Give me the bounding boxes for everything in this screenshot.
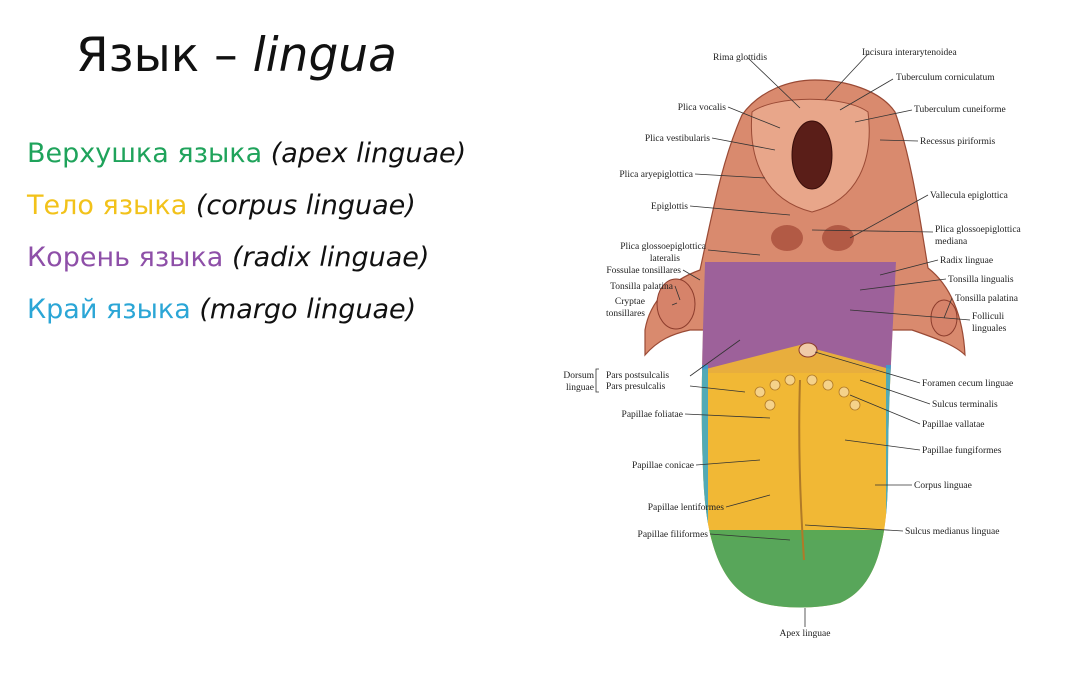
palatine-tonsil-left (656, 278, 696, 330)
label-papillae-foliatae: Papillae foliatae (622, 409, 683, 420)
label-dorsum-1: Dorsum (563, 371, 594, 381)
sulcus-medianus (798, 379, 805, 561)
region-margo-left (701, 365, 708, 540)
label-folliculi-1: Folliculi (972, 312, 1005, 322)
label-dorsum-2: linguae (566, 383, 594, 393)
legend-ru-apex: Верхушка языка (27, 138, 263, 169)
legend-item-radix: Корень языка (radix linguae) (27, 232, 466, 284)
label-folliculi-2: linguales (972, 324, 1007, 334)
label-papillae-fungiformes: Papillae fungiformes (922, 445, 1002, 456)
papillae-vallatae (754, 374, 861, 411)
title-dash: – (214, 28, 238, 83)
label-sulcus-medianus: Sulcus medianus linguae (905, 527, 999, 537)
label-sulcus-terminalis: Sulcus terminalis (932, 400, 998, 410)
legend-ru-margo: Край языка (27, 294, 191, 325)
label-radix-linguae: Radix linguae (940, 256, 993, 266)
label-cryptae-2: tonsillares (606, 309, 645, 319)
label-plica-glossoepiglottica-lateralis-2: lateralis (650, 254, 680, 264)
label-plica-glossoepiglottica-mediana-1: Plica glossoepiglottica (935, 225, 1022, 235)
legend-lat-apex: (apex linguae) (270, 138, 467, 169)
legend-lat-margo: (margo linguae) (199, 294, 417, 325)
label-papillae-conicae: Papillae conicae (632, 461, 694, 471)
dorsum-bracket (595, 368, 599, 393)
region-margo-right (886, 365, 896, 540)
label-fossulae-tonsillares: Fossulae tonsillares (606, 266, 681, 276)
title-russian: Язык (76, 28, 200, 83)
foramen-cecum (798, 342, 818, 358)
label-tuberculum-cuneiforme: Tuberculum cuneiforme (914, 104, 1006, 115)
region-corpus (701, 345, 896, 540)
label-foramen-cecum: Foramen cecum linguae (922, 379, 1013, 389)
label-corpus-linguae: Corpus linguae (914, 481, 972, 491)
label-apex-linguae: Apex linguae (780, 629, 831, 639)
label-incisura: Incisura interarytenoidea (862, 48, 957, 58)
label-cryptae-1: Cryptae (615, 297, 645, 307)
legend-lat-corpus: (corpus linguae) (195, 190, 416, 221)
label-tuberculum-corniculatum: Tuberculum corniculatum (896, 73, 995, 83)
label-recessus-piriformis: Recessus piriformis (920, 136, 996, 147)
color-legend: Верхушка языка (apex linguae) Тело языка… (27, 128, 466, 336)
region-apex (701, 530, 896, 608)
label-papillae-lentiformes: Papillae lentiformes (648, 502, 725, 513)
legend-ru-corpus: Тело языка (27, 190, 188, 221)
label-plica-aryepiglottica: Plica aryepiglottica (619, 170, 693, 180)
legend-item-corpus: Тело языка (corpus linguae) (27, 180, 466, 232)
label-tonsilla-palatina-right: Tonsilla palatina (955, 294, 1019, 304)
label-rima-glottidis: Rima glottidis (713, 53, 767, 63)
vallecula-right (822, 225, 854, 251)
label-tonsilla-palatina-left: Tonsilla palatina (610, 282, 674, 292)
label-plica-vocalis: Plica vocalis (678, 103, 727, 113)
tongue-anatomy-figure: Rima glottidis Incisura interarytenoidea… (563, 48, 1021, 639)
tongue-illustration (701, 262, 896, 608)
title-latin: lingua (252, 28, 397, 83)
label-vallecula: Vallecula epiglottica (930, 191, 1009, 201)
legend-lat-radix: (radix linguae) (231, 242, 430, 273)
label-epiglottis: Epiglottis (651, 202, 688, 212)
leader-lines (671, 53, 971, 627)
label-plica-vestibularis: Plica vestibularis (645, 134, 710, 144)
anatomy-labels: Rima glottidis Incisura interarytenoidea… (563, 48, 1021, 639)
label-papillae-filiformes: Papillae filiformes (638, 529, 709, 540)
label-tonsilla-lingualis: Tonsilla lingualis (948, 275, 1014, 285)
label-papillae-vallatae: Papillae vallatae (922, 420, 985, 430)
label-pars-presulcalis: Pars presulcalis (606, 382, 666, 392)
legend-item-apex: Верхушка языка (apex linguae) (27, 128, 466, 180)
legend-item-margo: Край языка (margo linguae) (27, 284, 466, 336)
label-pars-postsulcalis: Pars postsulcalis (606, 371, 669, 381)
page-title: Язык – lingua (76, 28, 397, 83)
vallecula-left (771, 225, 803, 251)
label-plica-glossoepiglottica-mediana-2: mediana (935, 237, 968, 247)
legend-ru-radix: Корень языка (27, 242, 224, 273)
label-plica-glossoepiglottica-lateralis-1: Plica glossoepiglottica (620, 242, 707, 252)
rima-glottidis (791, 120, 833, 190)
